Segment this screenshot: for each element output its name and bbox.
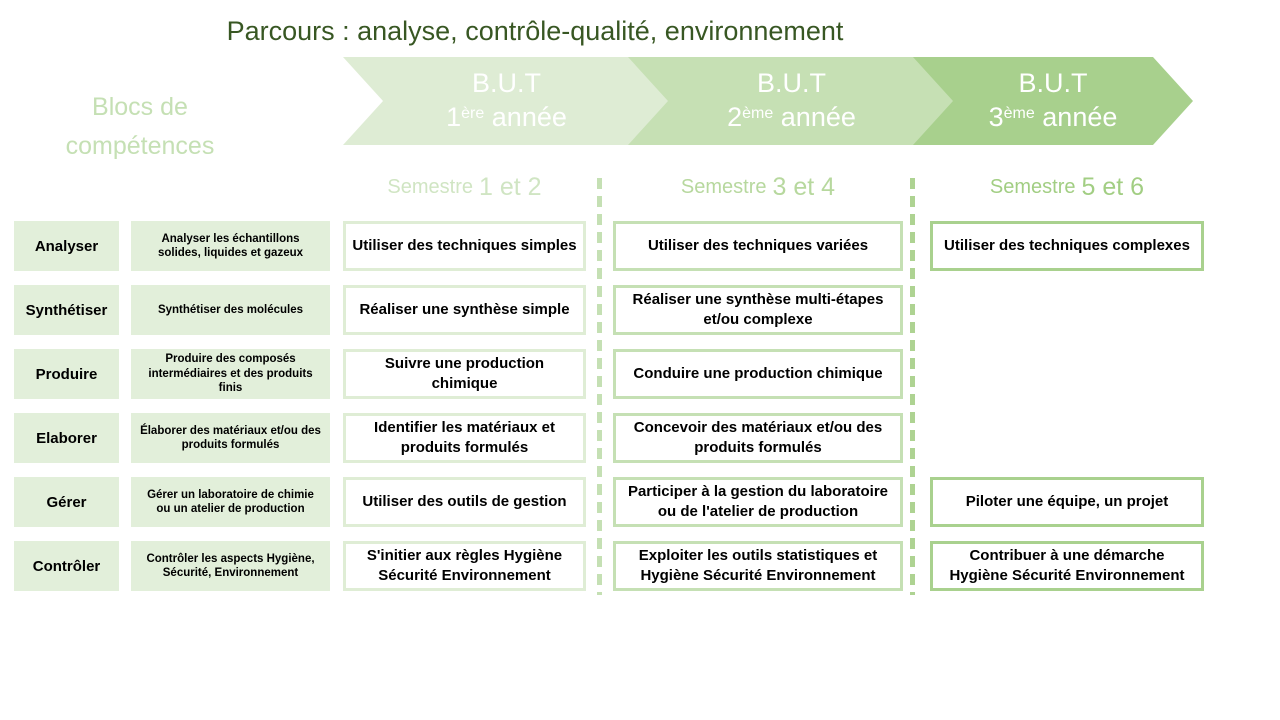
- bloc-label: Contrôler: [14, 541, 119, 591]
- skill-box-sem56: Piloter une équipe, un projet: [930, 477, 1204, 527]
- competence-row-gerer: Gérer Gérer un laboratoire de chimie ou …: [0, 477, 1280, 527]
- competence-row-controler: Contrôler Contrôler les aspects Hygiène,…: [0, 541, 1280, 591]
- arrow-year-label: 2ème année: [727, 101, 856, 135]
- arrow-year-label: 1ère année: [446, 101, 567, 135]
- semester-range: 5 et 6: [1081, 172, 1145, 201]
- bloc-label: Synthétiser: [14, 285, 119, 335]
- skill-box-sem34: Participer à la gestion du laboratoire o…: [613, 477, 903, 527]
- bloc-description: Produire des composés intermédiaires et …: [131, 349, 330, 399]
- year-word: année: [780, 102, 856, 132]
- year-number: 2: [727, 102, 743, 132]
- skill-box-sem34: Conduire une production chimique: [613, 349, 903, 399]
- bloc-description: Gérer un laboratoire de chimie ou un ate…: [131, 477, 330, 527]
- year-word: année: [491, 102, 567, 132]
- skill-box-sem12: Identifier les matériaux et produits for…: [343, 413, 586, 463]
- bloc-description: Synthétiser des molécules: [131, 285, 330, 335]
- bloc-description: Contrôler les aspects Hygiène, Sécurité,…: [131, 541, 330, 591]
- arrow-but-year-3: B.U.T 3ème année: [913, 57, 1193, 145]
- bloc-label: Analyser: [14, 221, 119, 271]
- semester-word: Semestre: [680, 175, 767, 198]
- competence-row-synthetiser: Synthétiser Synthétiser des molécules Ré…: [0, 285, 1280, 335]
- blocs-competences-header: Blocs de compétences: [65, 93, 215, 160]
- skill-box-sem34: Exploiter les outils statistiques et Hyg…: [613, 541, 903, 591]
- year-ordinal-suffix: ème: [1003, 105, 1035, 122]
- semester-word: Semestre: [387, 175, 474, 198]
- arrow-but-year-1: B.U.T 1ère année: [343, 57, 670, 145]
- skill-box-sem12: Utiliser des techniques simples: [343, 221, 586, 271]
- skill-box-sem12: Réaliser une synthèse simple: [343, 285, 586, 335]
- year-ordinal-suffix: ème: [742, 105, 774, 122]
- but-year-arrows: B.U.T 1ère année B.U.T 2ème année B.U.T …: [343, 57, 1193, 145]
- skill-box-sem12: S'initier aux règles Hygiène Sécurité En…: [343, 541, 586, 591]
- skill-box-sem56: Contribuer à une démarche Hygiène Sécuri…: [930, 541, 1204, 591]
- year-ordinal-suffix: ère: [461, 105, 485, 122]
- column-separator-1: [597, 178, 602, 595]
- competence-row-elaborer: Elaborer Élaborer des matériaux et/ou de…: [0, 413, 1280, 463]
- arrow-but-year-2: B.U.T 2ème année: [628, 57, 955, 145]
- semester-range: 1 et 2: [479, 172, 542, 201]
- skill-box-sem34: Réaliser une synthèse multi-étapes et/ou…: [613, 285, 903, 335]
- column-separator-2: [910, 178, 915, 595]
- year-number: 3: [988, 102, 1004, 132]
- semester-range: 3 et 4: [772, 172, 836, 201]
- bloc-label: Produire: [14, 349, 119, 399]
- skill-box-sem34: Concevoir des matériaux et/ou des produi…: [613, 413, 903, 463]
- year-word: année: [1042, 102, 1118, 132]
- competence-row-analyser: Analyser Analyser les échantillons solid…: [0, 221, 1280, 271]
- skill-box-sem34: Utiliser des techniques variées: [613, 221, 903, 271]
- page-title: Parcours : analyse, contrôle-qualité, en…: [226, 16, 844, 46]
- competence-row-produire: Produire Produire des composés intermédi…: [0, 349, 1280, 399]
- skill-box-sem12: Suivre une production chimique: [343, 349, 586, 399]
- semester-word: Semestre: [989, 175, 1076, 198]
- bloc-description: Élaborer des matériaux et/ou des produit…: [131, 413, 330, 463]
- skill-box-sem12: Utiliser des outils de gestion: [343, 477, 586, 527]
- bloc-label: Gérer: [14, 477, 119, 527]
- competence-grid: Analyser Analyser les échantillons solid…: [0, 221, 1280, 605]
- arrow-but-label: B.U.T: [756, 68, 826, 99]
- bloc-description: Analyser les échantillons solides, liqui…: [131, 221, 330, 271]
- arrow-but-label: B.U.T: [471, 68, 541, 99]
- arrow-year-label: 3ème année: [989, 101, 1118, 135]
- arrow-but-label: B.U.T: [1018, 68, 1088, 99]
- bloc-label: Elaborer: [14, 413, 119, 463]
- skill-box-sem56: Utiliser des techniques complexes: [930, 221, 1204, 271]
- year-number: 1: [446, 102, 462, 132]
